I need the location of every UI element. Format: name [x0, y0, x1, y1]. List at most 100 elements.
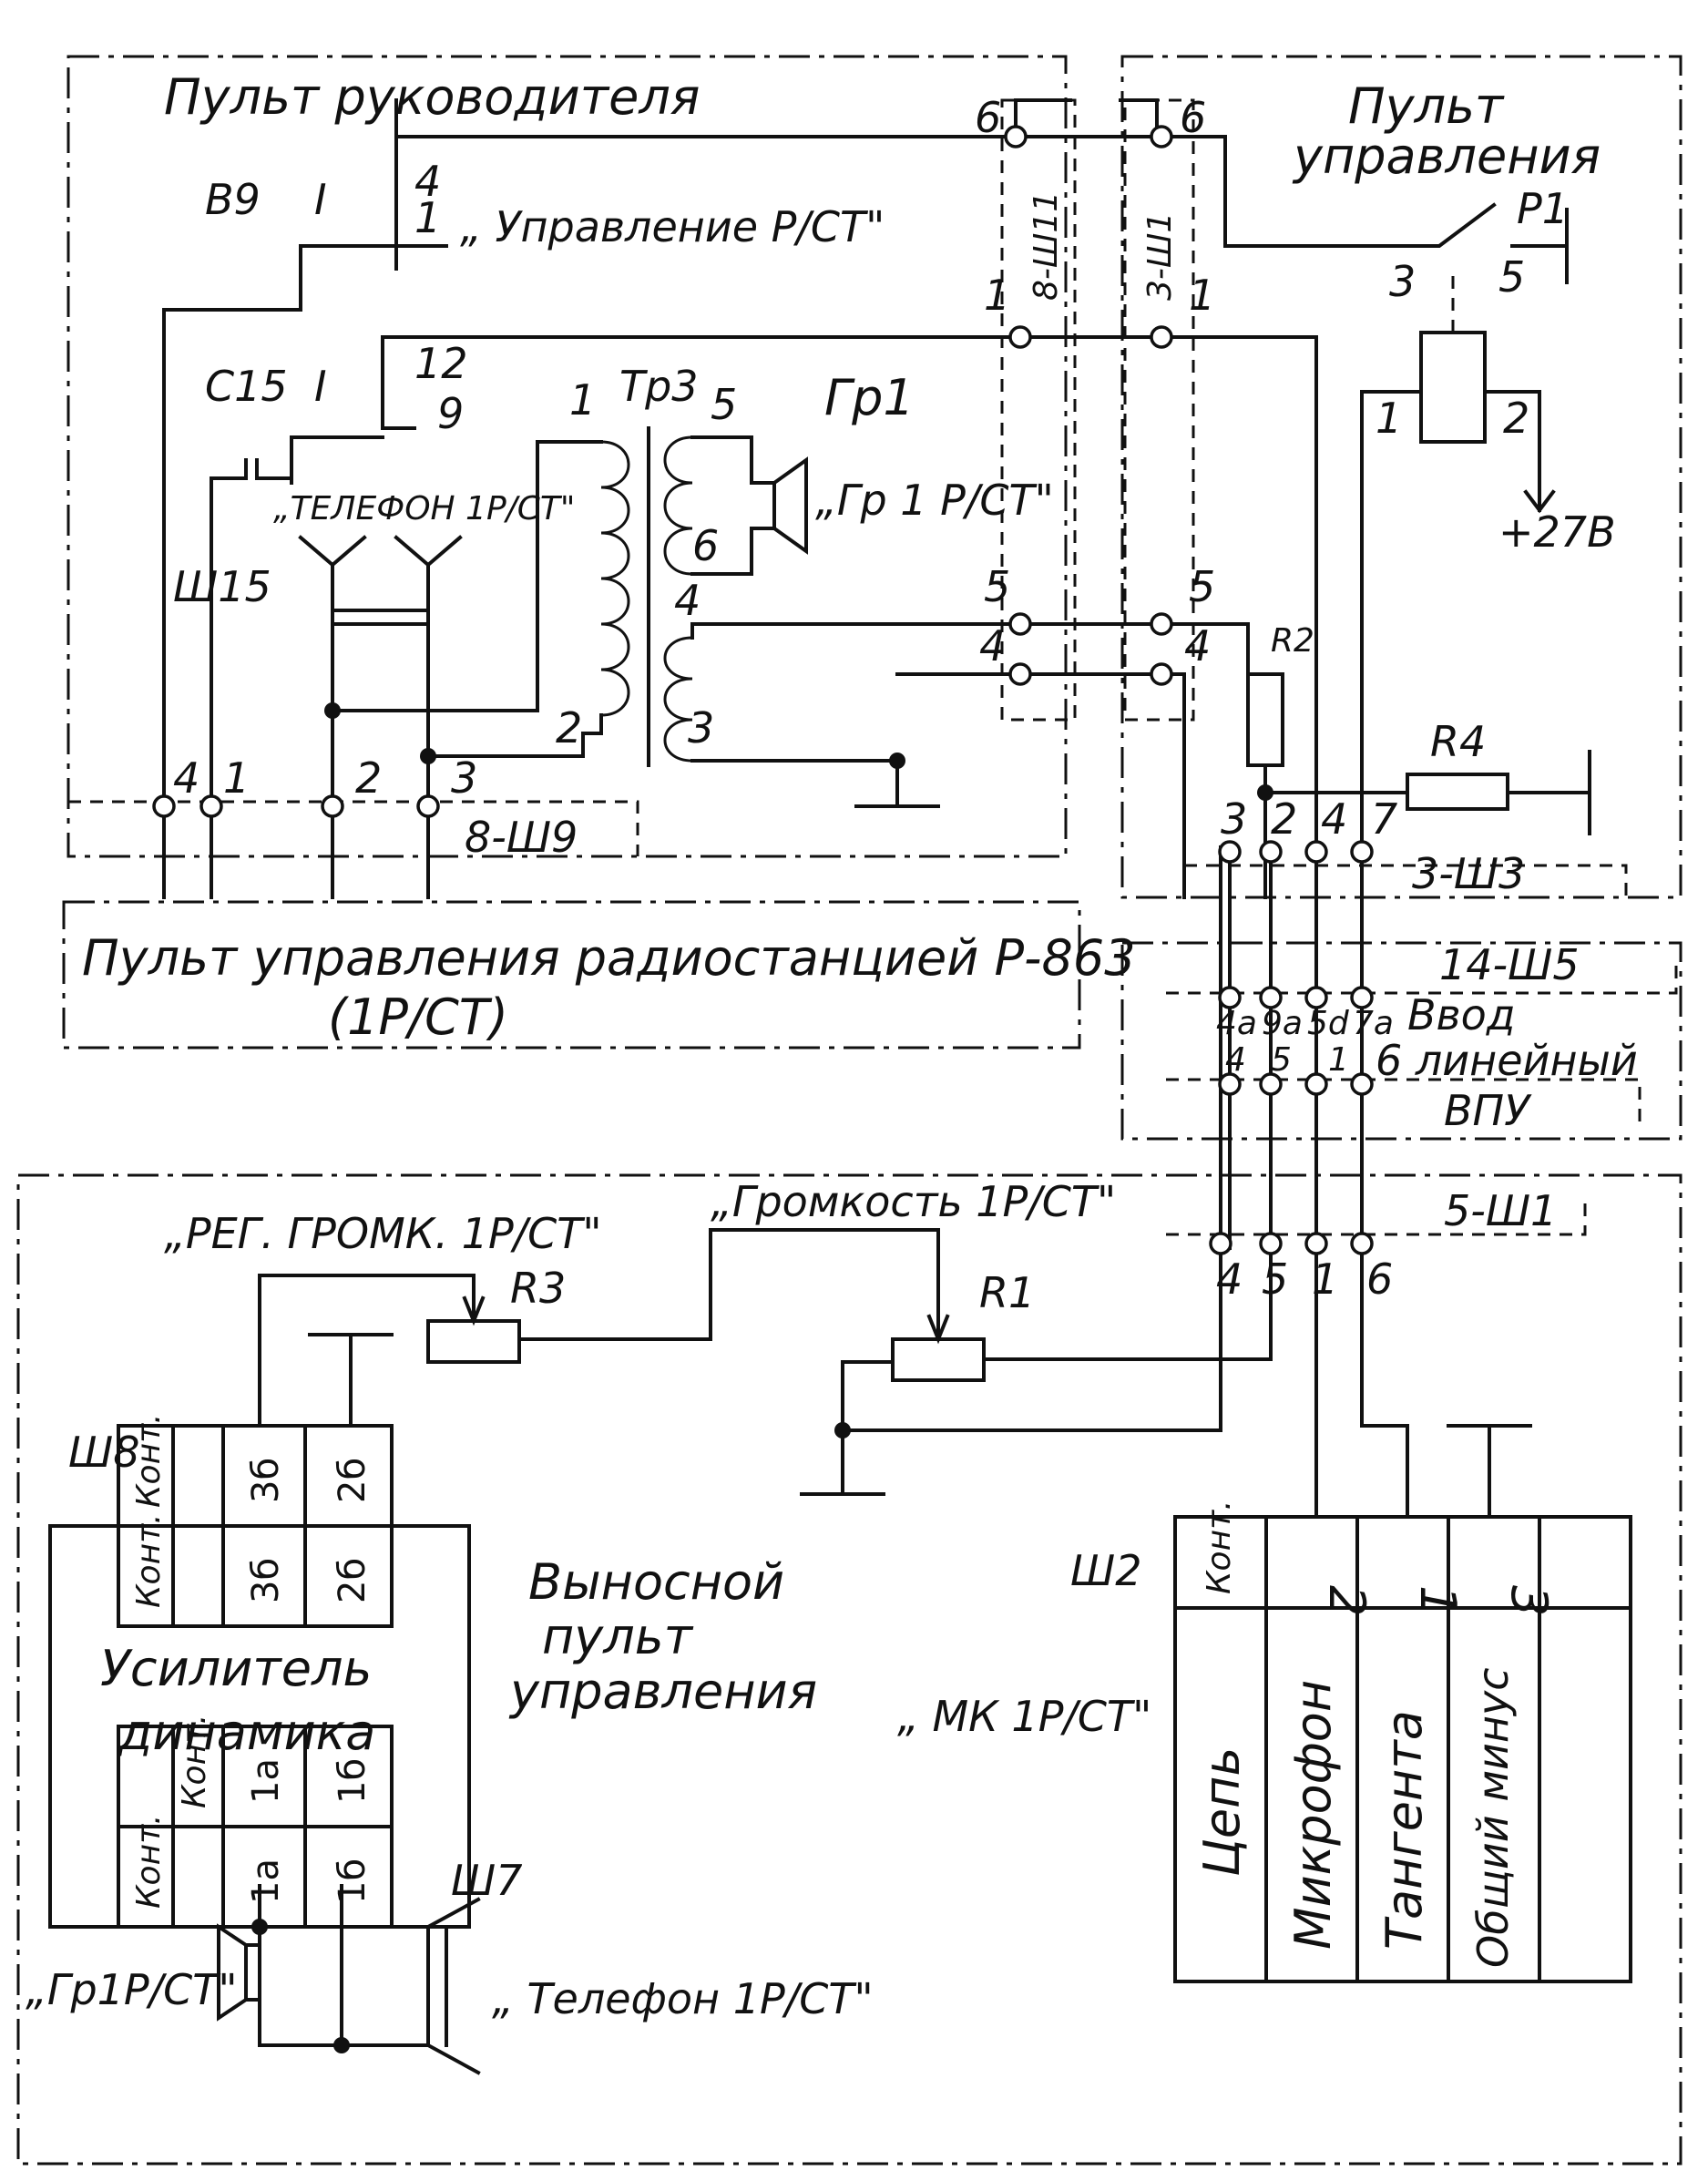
pin-sh1-6 — [1150, 125, 1173, 148]
arrow-27v — [1523, 489, 1556, 514]
label-c4a: 4 — [979, 621, 1006, 671]
pin-sh11-5 — [1008, 612, 1032, 636]
p1-contact — [1510, 208, 1569, 284]
sh8-top2-table — [117, 1524, 394, 1628]
label-b9-pin1: 1 — [414, 193, 441, 242]
sh3-connector-line — [1184, 864, 1628, 897]
label-sh1b-5: 5 — [1262, 1254, 1288, 1304]
label-r1: R1 — [979, 1268, 1035, 1317]
wire-tr-2 — [426, 732, 585, 758]
label-sh5-5: 5 — [1271, 1041, 1292, 1079]
label-vvod-1: Ввод — [1407, 990, 1516, 1039]
label-sh5-5d: 5d — [1307, 1005, 1350, 1042]
wire-6 — [394, 135, 1497, 248]
sh8-bot-grid — [171, 1725, 307, 1828]
label-sh5-7a: 7а — [1353, 1005, 1394, 1042]
junction — [834, 1422, 851, 1439]
label-r2: R2 — [1271, 622, 1314, 660]
label-p1-5: 5 — [1498, 252, 1525, 302]
label-sh11: 8-Ш11 — [1028, 191, 1065, 301]
amp-bot-c2: 1б — [332, 1758, 373, 1804]
junction — [333, 2037, 350, 2053]
label-relay-1: 1 — [1376, 394, 1402, 443]
amp-top2-c2: 2б — [332, 1558, 373, 1603]
sh15-forks — [298, 535, 463, 568]
label-tr3: Тр3 — [619, 362, 699, 411]
label-sh1b-4: 4 — [1216, 1254, 1243, 1304]
sh8-top-grid — [171, 1424, 307, 1528]
sh2-col2: Тангента — [1376, 1710, 1433, 1950]
amp-bot2-kont: Конт. — [130, 1814, 168, 1909]
label-sh3-2: 2 — [1271, 794, 1297, 844]
pin-sh1b-4 — [1209, 1232, 1232, 1255]
amp-label-2: динамика — [118, 1704, 375, 1761]
label-sh1: 3-Ш1 — [1141, 212, 1179, 301]
wire-4 — [895, 672, 1186, 899]
label-vvod-2: 6 линейный — [1376, 1036, 1638, 1085]
sh8-bot2-table — [117, 1825, 394, 1929]
label-gr1: Гр1 — [824, 369, 915, 426]
label-gr1-name: „Гр 1 Р/СТ" — [815, 476, 1054, 525]
wire-r1-wiper — [517, 1228, 940, 1341]
junction — [420, 748, 436, 764]
vvod-boundary — [1120, 941, 1682, 1141]
pin-sh9-4a — [152, 794, 176, 818]
pin-sh1-4 — [1150, 662, 1173, 686]
pin-sh11-6 — [1004, 125, 1028, 148]
tr-primary-leads — [563, 440, 603, 735]
sh15-prongs — [331, 563, 430, 813]
label-c5a: 5 — [984, 562, 1010, 611]
amp-top-kont: Конт. — [130, 1413, 168, 1508]
amp-top-c2: 2б — [332, 1458, 373, 1503]
sh2-pin-3: 3 — [1500, 1585, 1558, 1616]
label-b9-pos: I — [314, 175, 327, 224]
junction-dots — [251, 702, 1273, 2053]
pin-sh5-1 — [1304, 1072, 1328, 1096]
label-sh3-3: 3 — [1221, 794, 1247, 844]
label-tr-4: 4 — [674, 576, 701, 625]
sh2-table-text: Конт. 2 1 3 Цепь Микрофон Тангента Общий… — [1193, 1500, 1558, 1968]
pin-sh9-1 — [199, 794, 223, 818]
remote-panel-boundary — [16, 1173, 1682, 2166]
label-sh9: 8-Ш9 — [465, 813, 578, 862]
radio-panel-label-2: (1Р/СТ) — [328, 988, 508, 1046]
wire-bot-speaker — [258, 1998, 343, 2047]
tr-secondary-coil-bot — [663, 636, 693, 763]
wire-r3-wiper — [258, 1274, 476, 1428]
sh2-col1: Микрофон — [1284, 1680, 1342, 1950]
label-sh9-4: 4 — [173, 753, 199, 803]
label-c15-pin12: 12 — [414, 339, 468, 388]
sh8-bot2-grid — [171, 1825, 307, 1929]
r2-resistor — [1246, 672, 1284, 767]
label-27v: +27В — [1498, 507, 1616, 557]
relay-p1 — [1419, 331, 1487, 444]
wire-r1-right — [982, 1246, 1273, 1361]
pin-sh1b-5 — [1259, 1232, 1283, 1255]
label-sh5: 14-Ш5 — [1439, 940, 1580, 989]
label-sh2: Ш2 — [1070, 1546, 1141, 1595]
r3-wiper-arrow — [462, 1295, 486, 1326]
label-sh5-9a: 9а — [1262, 1005, 1303, 1042]
pin-sh11-4 — [1008, 662, 1032, 686]
remote-label-2: пульт — [542, 1608, 694, 1665]
wire-r4-ground — [1506, 750, 1591, 835]
label-c15-pin9: 9 — [437, 389, 464, 438]
sh2-col0: Цепь — [1193, 1747, 1251, 1877]
sh2-pin-2: 2 — [1318, 1585, 1376, 1616]
label-sh5-4a: 4а — [1216, 1005, 1257, 1042]
r1-wiper-arrow — [926, 1314, 950, 1345]
label-c6b: 6 — [1180, 93, 1206, 142]
amp-bot-c1: 1а — [245, 1758, 287, 1804]
label-vol-name: „Громкость 1Р/СТ" — [711, 1177, 1116, 1226]
label-sh8: Ш8 — [68, 1428, 139, 1477]
label-sh3-7: 7 — [1371, 794, 1397, 844]
label-b9-pin4: 4 — [414, 157, 441, 206]
label-tr-5: 5 — [711, 380, 737, 429]
radio-panel-boundary — [62, 900, 1081, 1050]
text-labels: Пульт руководителя Пульт управления Пуль… — [26, 68, 1638, 2023]
label-reg-name: „РЕГ. ГРОМК. 1Р/СТ" — [164, 1209, 602, 1258]
label-c5b: 5 — [1189, 562, 1215, 611]
label-relay-2: 2 — [1503, 394, 1529, 443]
label-tr-1: 1 — [569, 375, 596, 425]
sh9-drops — [162, 800, 430, 899]
